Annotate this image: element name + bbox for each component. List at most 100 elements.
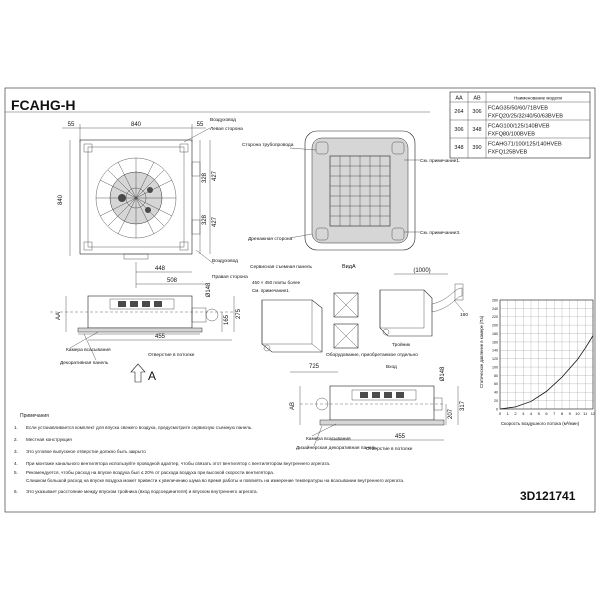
label-suction-chamber: Камера всасывания xyxy=(66,347,111,353)
top-view-unit: 55 840 55 840 xyxy=(58,117,248,288)
label-decor-panel2: Дизайнерская декоративная панель xyxy=(296,444,377,451)
chart-x-tick-label: 6 xyxy=(545,411,548,416)
note-item-5: 5. Рекомендуется, чтобы расход на впуске … xyxy=(14,470,454,476)
label-note3-ref: См. примечание3. xyxy=(420,230,460,236)
label-inlet: Вход xyxy=(386,364,397,370)
chart-ylabel: Статическое давление в камере (Па) xyxy=(479,315,484,388)
chart-x-tick-label: 9 xyxy=(569,411,572,416)
dim-328-lower: 328 xyxy=(202,214,208,225)
label-note1-ref: См. примечание1. xyxy=(420,158,460,164)
table-row2-model-a: FCAG100/125/140BVEB xyxy=(488,124,550,130)
arrow-a-label: A xyxy=(148,369,156,383)
table-header-model: Наименование модели xyxy=(514,96,563,101)
dim-148b: Ø148 xyxy=(440,366,446,381)
label-drain-side: Дренажная сторона xyxy=(248,236,293,242)
dim-55-left: 55 xyxy=(68,122,75,128)
note-item-1: 1.Если устанавливается комплект для впус… xyxy=(14,425,454,431)
note-num: 3. xyxy=(14,449,18,454)
table-row3-model-b: FXFQ125BVEB xyxy=(488,150,527,156)
static-pressure-chart: Статическое давление в камере (Па) Скоро… xyxy=(479,298,596,426)
dim-160: 160 xyxy=(460,312,468,318)
chart-x-tick-label: 5 xyxy=(538,411,541,416)
chart-y-tick-label: 40 xyxy=(494,391,498,395)
label-hole-450: 450 × 450 плиты более xyxy=(252,280,301,285)
label-left-side: Левая сторона xyxy=(210,126,243,132)
side-view-designer-panel: AB Ø148 207 317 455 Камера всасывания Ди… xyxy=(290,366,466,452)
dim-1000: (1000) xyxy=(413,268,430,274)
drawing-number: 3D121741 xyxy=(520,489,576,503)
chart-y-tick-label: 220 xyxy=(492,315,498,319)
chart-x-tick-label: 3 xyxy=(522,411,525,416)
dim-840-top: 840 xyxy=(131,122,142,128)
table-row2-ab: 348 xyxy=(472,127,481,133)
chart-y-tick-label: 260 xyxy=(492,298,498,302)
chart-y-tick-label: 60 xyxy=(494,382,498,386)
chart-y-tick-label: 20 xyxy=(494,399,498,403)
dim-148: Ø148 xyxy=(206,282,212,297)
dim-427-upper: 427 xyxy=(212,170,218,181)
label-pipe-side: Сторона трубопровода xyxy=(242,142,294,148)
note-text: Местная конструкция xyxy=(26,437,72,442)
table-row1-aa: 264 xyxy=(454,109,463,115)
model-table: AA AB Наименование модели 264 306 FCAG35… xyxy=(449,91,591,159)
dim-165: 165 xyxy=(224,314,230,325)
chart-y-tick-label: 160 xyxy=(492,340,498,344)
chart-y-tick-label: 120 xyxy=(492,357,498,361)
note-item-3: 3. Это угловое выпускное отверстие должно… xyxy=(14,449,454,455)
label-ceiling-hole2: Отверстие в потолке xyxy=(366,446,413,452)
drawing-title: FCAHG-H xyxy=(11,97,76,113)
chart-y-tick-label: 200 xyxy=(492,324,498,328)
chart-plot-frame xyxy=(499,299,594,410)
label-note1b-ref: См. примечание1. xyxy=(252,288,290,293)
note-item-6: 6.Это указывает расстояние между впуском… xyxy=(14,489,454,495)
chart-x-tick-label: 4 xyxy=(530,411,533,416)
note-num: 2. xyxy=(14,437,18,442)
chart-y-tick-label: 140 xyxy=(492,349,498,353)
chart-series-line xyxy=(499,335,594,410)
chart-x-tick-label: 0 xyxy=(499,411,502,416)
note-num: 5. xyxy=(14,470,18,475)
note-text: При монтаже канального вентилятора испол… xyxy=(26,461,331,466)
table-row3-model-a: FCAHG71/100/125/140HVEB xyxy=(488,142,562,148)
dim-455b: 455 xyxy=(395,434,406,440)
dim-207: 207 xyxy=(448,408,454,419)
chart-y-tick-label: 80 xyxy=(494,374,498,378)
table-header-aa: AA xyxy=(455,96,463,102)
note-num: 6. xyxy=(14,489,18,494)
notes-header: Примечания xyxy=(20,413,49,419)
label-outlet-left: Воздуховод xyxy=(210,117,236,123)
label-suction-chamber2: Камера всасывания xyxy=(306,436,351,442)
note-item-2: 2. Местная конструкция xyxy=(14,437,454,443)
chart-x-tick-label: 2 xyxy=(514,411,517,416)
table-row2-aa: 306 xyxy=(454,127,463,133)
chart-x-tick-label: 11 xyxy=(583,411,588,416)
label-ceiling-hole: Отверстие в потолке xyxy=(148,352,195,358)
table-row1-model-b: FXFQ20/25/32/40/50/63BVEB xyxy=(488,114,563,120)
chart-y-tick-label: 100 xyxy=(492,365,498,369)
dim-ab: AB xyxy=(290,402,296,410)
dim-725: 725 xyxy=(309,364,320,370)
table-row1-ab: 306 xyxy=(472,109,481,115)
note-text: Слишком большой расход на впуске воздуха… xyxy=(26,478,405,483)
label-extra-equipment: Оборудование, приобретаемое отдельно xyxy=(326,352,418,358)
chart-x-tick-label: 8 xyxy=(561,411,564,416)
note-text: Это угловое выпускное отверстие должно б… xyxy=(26,449,146,454)
dim-55-right: 55 xyxy=(197,122,204,128)
note-text: Рекомендуется, чтобы расход на впуске во… xyxy=(26,470,275,475)
dim-448: 448 xyxy=(155,266,166,272)
chart-x-tick-label: 12 xyxy=(591,411,596,416)
label-view-a: ВидA xyxy=(342,264,356,270)
chart-y-tick-label: 0 xyxy=(496,407,498,411)
label-tee: Тройник xyxy=(392,341,411,348)
dim-aa: AA xyxy=(56,312,62,320)
side-view-unit: AA Ø148 165 275 455 Камера всасывания Де… xyxy=(50,282,242,383)
dim-317: 317 xyxy=(460,400,466,411)
chart-x-tick-label: 10 xyxy=(575,411,580,416)
chart-x-tick-label: 1 xyxy=(507,411,510,416)
fresh-air-kit-detail: 450 × 450 плиты более См. примечание1. (… xyxy=(252,268,468,373)
dim-275: 275 xyxy=(236,308,242,319)
dim-840-left: 840 xyxy=(58,194,64,205)
note-num: 4. xyxy=(14,461,18,466)
label-decor-panel: Декоративная панель xyxy=(60,360,109,366)
